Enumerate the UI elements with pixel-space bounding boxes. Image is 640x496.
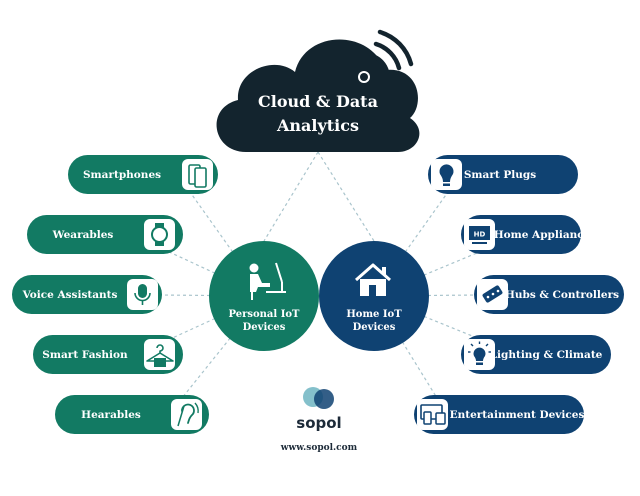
wifi-arc-1 [369, 53, 390, 75]
hd-tv-icon: HD [464, 219, 495, 250]
device-label: Lighting & Climate [490, 349, 603, 361]
device-label: Hubs & Controllers [505, 289, 619, 301]
device-label: Smart Plugs [464, 169, 536, 181]
sopol-logo [303, 387, 334, 409]
home-device-entertainment-devices: Entertainment Devices [414, 395, 584, 434]
personal-device-wearables: Wearables [27, 215, 183, 254]
house-icon [355, 263, 391, 296]
brand-name: sopol [296, 414, 341, 432]
devices-icon [417, 399, 448, 430]
remote-control-icon [477, 279, 508, 310]
cloud-title-line2: Analytics [276, 116, 359, 135]
brand-url[interactable]: www.sopol.com [280, 443, 358, 453]
wifi-arc-3 [377, 29, 414, 67]
connector-line [373, 294, 479, 297]
personal-hub-line1: Personal IoT [228, 309, 300, 320]
home-hub-line1: Home IoT [346, 309, 402, 320]
device-label: Entertainment Devices [450, 409, 585, 421]
device-label: Smartphones [83, 169, 161, 181]
personal-hub: Personal IoT Devices [209, 241, 319, 351]
home-device-lighting-climate: Lighting & Climate [461, 335, 611, 374]
connector-line [263, 151, 319, 242]
wifi-arc-2 [373, 41, 402, 71]
home-device-home-appliances: Home Appliances HD [461, 215, 596, 254]
home-device-smart-plugs: Smart Plugs [428, 155, 578, 194]
person-at-desk-icon [249, 262, 286, 300]
smartwatch-icon [144, 219, 175, 250]
connector-line [181, 295, 265, 399]
device-label: Wearables [52, 229, 114, 241]
microphone-icon [127, 279, 158, 310]
device-label: Hearables [81, 409, 141, 421]
personal-device-hearables: Hearables [55, 395, 209, 434]
home-hub-line2: Devices [353, 322, 396, 333]
home-hub: Home IoT Devices [319, 241, 429, 351]
personal-hub-line2: Devices [243, 322, 286, 333]
connector-line [159, 294, 265, 297]
personal-device-smartphones: Smartphones [68, 155, 218, 194]
cloud-title-line1: Cloud & Data [258, 92, 378, 111]
device-label: Smart Fashion [42, 349, 128, 361]
device-label: Voice Assistants [22, 289, 118, 301]
device-label: Home Appliances [494, 229, 597, 241]
svg-text:HD: HD [474, 231, 486, 239]
smartphone-icon [182, 159, 213, 190]
cloud-wifi-icon [216, 29, 420, 152]
cloud-shape [216, 39, 420, 152]
home-device-hubs-controllers: Hubs & Controllers [474, 275, 624, 314]
hearing-icon [171, 399, 202, 430]
personal-device-smart-fashion: Smart Fashion [33, 335, 183, 374]
bulb-plug-icon [431, 159, 462, 190]
light-bulb-icon [464, 339, 495, 370]
connector-line [317, 151, 375, 242]
cloud-node: Cloud & Data Analytics [216, 29, 420, 152]
personal-device-voice-assistants: Voice Assistants [12, 275, 162, 314]
hanger-icon [144, 339, 175, 370]
